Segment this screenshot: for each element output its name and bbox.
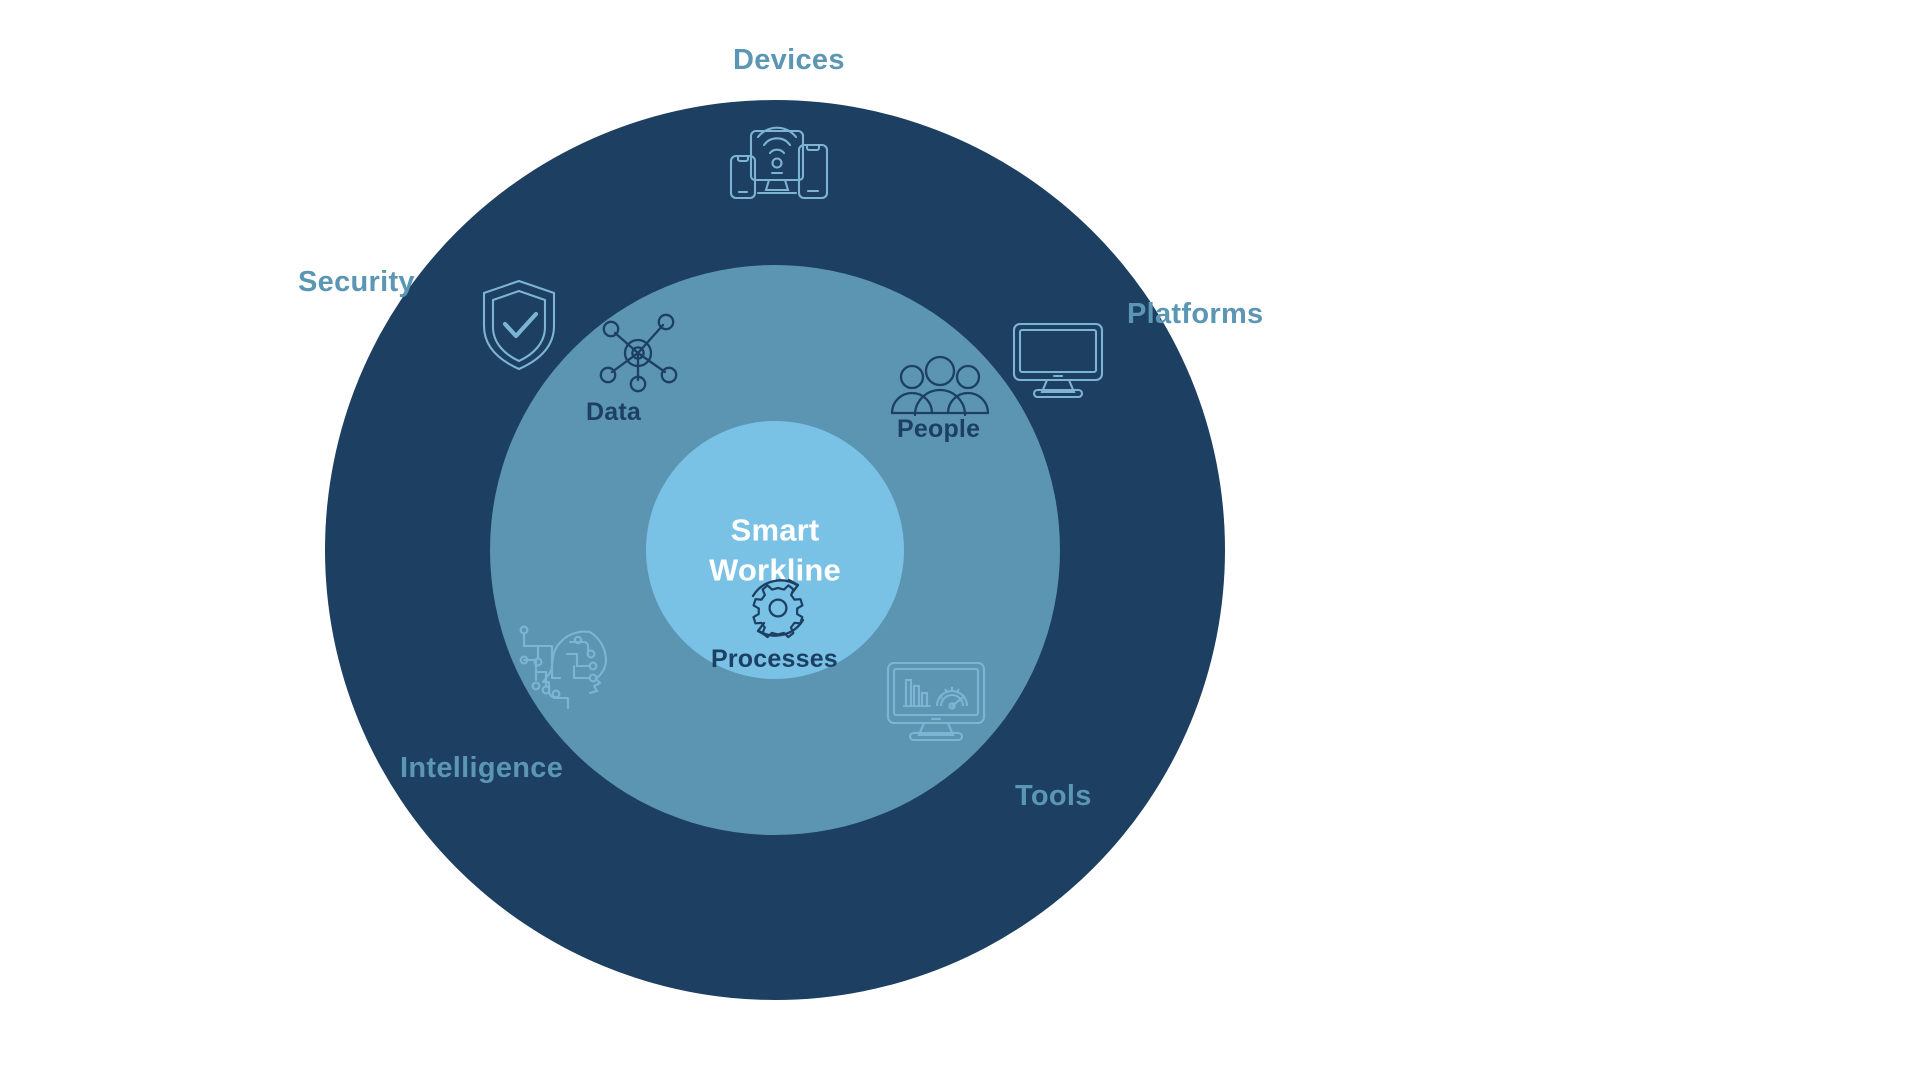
outer-label-platforms: Platforms — [1127, 298, 1264, 330]
network-nodes-icon — [596, 312, 680, 394]
outer-label-devices: Devices — [733, 44, 845, 76]
monitor-icon — [1010, 320, 1106, 400]
dashboard-monitor-icon — [884, 660, 988, 746]
shield-check-icon — [478, 278, 560, 372]
inner-label-processes: Processes — [711, 645, 838, 673]
ai-head-circuit-icon — [512, 620, 612, 714]
inner-label-people: People — [897, 415, 981, 443]
people-group-icon — [888, 355, 992, 423]
gear-cycle-icon — [735, 568, 821, 648]
outer-label-security: Security — [298, 266, 415, 298]
outer-label-tools: Tools — [1015, 780, 1092, 812]
inner-label-data: Data — [586, 398, 641, 426]
devices-wifi-icon — [725, 118, 829, 210]
outer-label-intelligence: Intelligence — [400, 752, 564, 784]
